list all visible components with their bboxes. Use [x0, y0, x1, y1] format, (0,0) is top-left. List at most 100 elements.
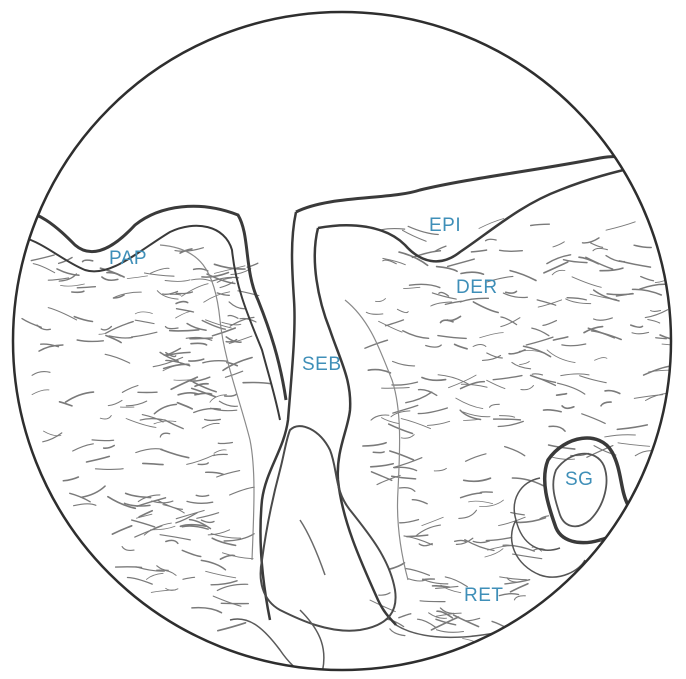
collagen-fiber [448, 259, 475, 266]
collagen-fiber [161, 449, 189, 457]
collagen-fiber [461, 493, 482, 498]
collagen-fiber [640, 284, 666, 289]
collagen-fiber [126, 401, 146, 406]
collagen-fiber [662, 344, 686, 350]
collagen-fiber [500, 577, 527, 580]
collagen-fiber [531, 375, 556, 385]
collagen-fiber [83, 260, 93, 261]
collagen-fiber [394, 467, 416, 470]
collagen-fiber [206, 571, 236, 578]
collagen-fiber [72, 291, 84, 292]
collagen-fiber [566, 299, 591, 304]
collagen-fiber [427, 421, 449, 425]
collagen-fiber [583, 238, 600, 243]
collagen-fiber [547, 350, 575, 363]
collagen-fiber [170, 294, 181, 295]
collagen-fiber [192, 608, 222, 613]
collagen-fiber [580, 376, 607, 383]
collagen-fiber [212, 538, 235, 545]
collagen-fiber [128, 578, 153, 585]
collagen-fiber [191, 343, 207, 345]
collagen-fiber [390, 451, 414, 460]
collagen-fiber [464, 478, 491, 481]
collagen-fiber [43, 433, 62, 442]
collagen-fiber [455, 540, 466, 541]
collagen-fiber [127, 276, 147, 279]
collagen-fiber [48, 308, 76, 320]
collagen-fiber [648, 320, 660, 324]
collagen-fiber [122, 547, 134, 551]
collagen-fiber [376, 299, 386, 302]
collagen-fiber [99, 332, 109, 335]
collagen-fiber [505, 447, 525, 456]
collagen-fiber [437, 630, 464, 633]
collagen-fiber [510, 271, 536, 281]
collagen-fiber [74, 317, 92, 322]
collagen-fiber [473, 302, 498, 313]
collagen-fiber [198, 463, 208, 465]
collagen-fiber [553, 242, 564, 247]
collagen-fiber [228, 316, 238, 319]
collagen-fiber [410, 284, 440, 287]
collagen-fiber [469, 501, 493, 503]
collagen-fiber [499, 517, 526, 525]
collagen-fiber [493, 376, 522, 380]
collagen-fiber [101, 327, 111, 330]
collagen-fiber [393, 361, 415, 366]
collagen-fiber [460, 298, 488, 302]
collagen-fiber [466, 454, 487, 462]
collagen-fiber [422, 378, 446, 381]
sebaceous-lobule-inner [300, 520, 325, 575]
collagen-fiber [543, 321, 556, 326]
collagen-fiber [558, 383, 585, 394]
collagen-fiber [108, 400, 122, 405]
collagen-fiber [503, 293, 527, 297]
collagen-fiber [487, 380, 505, 388]
collagen-fiber [656, 338, 667, 339]
collagen-fiber [632, 332, 649, 333]
epidermis-surface-right [296, 156, 680, 212]
collagen-fiber [601, 402, 611, 406]
collagen-fiber [177, 309, 194, 312]
collagen-fiber [501, 318, 520, 327]
collagen-fiber [561, 374, 589, 376]
dermal-boundary-right [345, 300, 408, 580]
collagen-fiber [401, 419, 430, 429]
collagen-fiber [418, 408, 447, 414]
collagen-fiber [403, 331, 429, 339]
collagen-fiber [146, 573, 163, 579]
collagen-fiber [187, 455, 215, 465]
collagen-fiber [400, 488, 415, 492]
collagen-fiber [107, 273, 121, 276]
collagen-fiber [618, 443, 650, 447]
collagen-fiber [371, 415, 389, 420]
collagen-fiber [163, 292, 178, 295]
collagen-fiber [196, 495, 209, 496]
collagen-fiber [401, 435, 414, 439]
collagen-fiber [112, 526, 131, 534]
collagen-fiber [77, 340, 103, 341]
collagen-fiber [400, 520, 419, 523]
collagen-fiber [379, 321, 402, 332]
collagen-fiber [92, 440, 114, 441]
collagen-fiber [197, 513, 219, 519]
collagen-fiber [552, 270, 565, 275]
collagen-fiber [422, 517, 444, 525]
collagen-fiber [382, 229, 405, 230]
collagen-fiber [191, 279, 211, 281]
collagen-fiber [135, 320, 154, 323]
collagen-fiber [32, 390, 49, 395]
collagen-fiber [373, 452, 384, 453]
collagen-fiber [132, 520, 155, 527]
collagen-fiber [473, 541, 489, 543]
collagen-fiber [472, 250, 487, 252]
collagen-fiber [73, 444, 94, 451]
collagen-fiber [218, 443, 232, 444]
collagen-fiber [187, 501, 213, 503]
collagen-fiber [32, 372, 50, 376]
collagen-fiber [651, 311, 661, 312]
collagen-fiber [511, 513, 525, 515]
collagen-fiber [464, 419, 479, 420]
